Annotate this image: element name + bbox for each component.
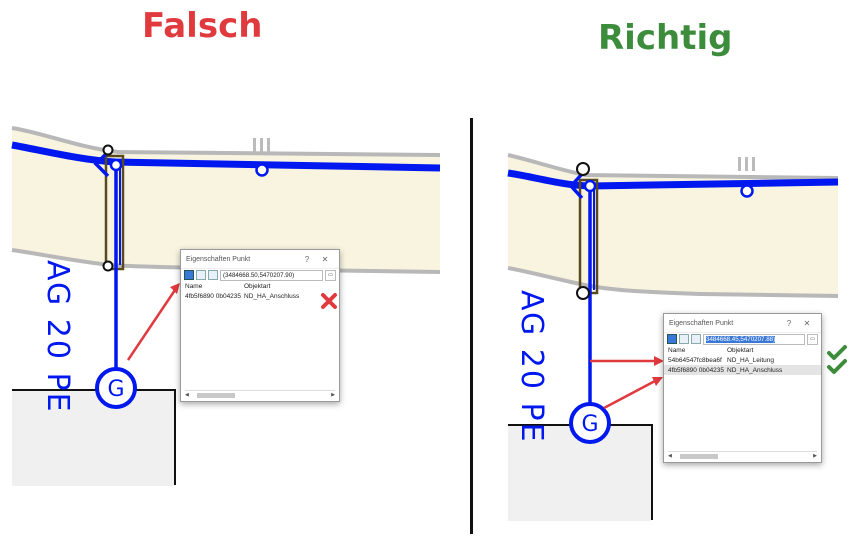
scroll-right-icon[interactable]: ▶ — [813, 453, 817, 459]
pointer-arrow-head — [170, 283, 180, 294]
building-fill — [508, 426, 651, 521]
item-type: ND_HA_Leitung — [727, 356, 774, 364]
heading-wrong: Falsch — [142, 6, 263, 46]
pick-point-icon[interactable] — [184, 270, 194, 280]
joint-marker — [253, 138, 256, 152]
close-button[interactable]: ✕ — [321, 254, 329, 264]
properties-dialog-right[interactable]: Eigenschaften Punkt ? ✕ 3484668.45,54702… — [663, 313, 822, 463]
list-header: Name Objektart — [664, 345, 821, 355]
map-left: G AG 20 PE — [11, 126, 441, 486]
close-button[interactable]: ✕ — [803, 318, 811, 328]
column-header-type[interactable]: Objektart — [727, 346, 754, 354]
copy-icon[interactable] — [691, 334, 701, 344]
scroll-left-icon[interactable]: ◀ — [185, 392, 189, 398]
map-text-label: AG 20 PE — [514, 290, 549, 444]
scroll-right-icon[interactable]: ▶ — [331, 392, 335, 398]
item-name: 4fb5f6890 0b04235 — [668, 366, 725, 374]
panel-divider — [470, 118, 473, 534]
dropdown-icon[interactable]: ▭ — [325, 269, 336, 281]
g-node[interactable] — [569, 402, 611, 444]
copy-icon[interactable] — [208, 270, 218, 280]
joint-marker — [260, 138, 263, 152]
dialog-toolbar: (3484668.50,5470207.90) ▭ — [181, 269, 339, 281]
joint-marker — [267, 138, 270, 152]
dialog-titlebar[interactable]: Eigenschaften Punkt ? ✕ — [664, 314, 821, 333]
zoom-icon[interactable] — [196, 270, 206, 280]
coordinate-field[interactable]: (3484668.50,5470207.90) — [220, 269, 323, 281]
map-right: G AG 20 PE — [507, 153, 839, 521]
scroll-left-icon[interactable]: ◀ — [668, 453, 672, 459]
dropdown-icon[interactable]: ▭ — [807, 333, 818, 345]
list-item[interactable]: 4fb5f6890 0b04235 ND_HA_Anschluss — [181, 291, 339, 301]
help-button[interactable]: ? — [786, 318, 792, 328]
junction-node[interactable] — [102, 144, 114, 156]
pipe-node[interactable] — [583, 179, 597, 193]
column-header-name[interactable]: Name — [185, 282, 203, 290]
heading-right: Richtig — [598, 18, 733, 58]
direction-arrow-icon — [93, 150, 110, 178]
coordinate-field[interactable]: 3484668.45,5470207.88) — [703, 333, 805, 345]
g-node-label: G — [581, 412, 598, 437]
pick-point-icon[interactable] — [667, 334, 677, 344]
joint-marker — [745, 157, 748, 171]
pointer-arrow — [126, 289, 177, 361]
junction-node[interactable] — [576, 286, 590, 300]
column-header-name[interactable]: Name — [668, 346, 686, 354]
pointer-arrow — [603, 379, 656, 410]
g-node-label: G — [107, 377, 124, 402]
zoom-icon[interactable] — [679, 334, 689, 344]
column-header-type[interactable]: Objektart — [244, 282, 271, 290]
pipe-node[interactable] — [109, 158, 123, 172]
pipe-node[interactable] — [255, 163, 269, 177]
junction-node[interactable] — [576, 162, 590, 176]
dialog-title: Eigenschaften Punkt — [186, 255, 251, 263]
junction-node[interactable] — [102, 260, 114, 272]
item-name: 4fb5f6890 0b04235 — [185, 292, 242, 300]
list-header: Name Objektart — [181, 281, 339, 291]
dialog-titlebar[interactable]: Eigenschaften Punkt ? ✕ — [181, 250, 339, 269]
map-text-label: AG 20 PE — [40, 260, 75, 414]
pipe-node[interactable] — [740, 184, 754, 198]
road-right — [507, 153, 839, 298]
list-item[interactable]: 4fb5f6890 0b04235 ND_HA_Anschluss — [664, 365, 821, 375]
direction-arrow-icon — [568, 172, 584, 200]
dialog-title: Eigenschaften Punkt — [669, 319, 734, 327]
coordinate-selection: 3484668.45,5470207.88) — [706, 335, 776, 343]
joint-marker — [752, 157, 755, 171]
help-button[interactable]: ? — [304, 254, 310, 264]
pointer-arrow-head — [654, 356, 664, 366]
cross-icon — [321, 293, 337, 309]
dialog-toolbar: 3484668.45,5470207.88) ▭ — [664, 333, 821, 345]
building-fill — [12, 391, 174, 486]
pointer-arrow-head — [652, 377, 663, 386]
horizontal-scrollbar[interactable]: ◀ ▶ — [668, 451, 817, 460]
joint-marker — [738, 157, 741, 171]
check-icon — [827, 345, 847, 374]
horizontal-scrollbar[interactable]: ◀ ▶ — [185, 390, 335, 399]
item-type: ND_HA_Anschluss — [244, 292, 300, 300]
item-type: ND_HA_Anschluss — [727, 366, 783, 374]
properties-dialog-wrong[interactable]: Eigenschaften Punkt ? ✕ (3484668.50,5470… — [180, 249, 340, 402]
scroll-thumb[interactable] — [680, 453, 718, 459]
building-outline — [508, 424, 653, 520]
list-item[interactable]: 54b64547fc8bea6f ND_HA_Leitung — [664, 355, 821, 365]
scroll-thumb[interactable] — [197, 392, 235, 398]
g-node[interactable] — [95, 367, 137, 409]
item-name: 54b64547fc8bea6f — [668, 356, 722, 364]
